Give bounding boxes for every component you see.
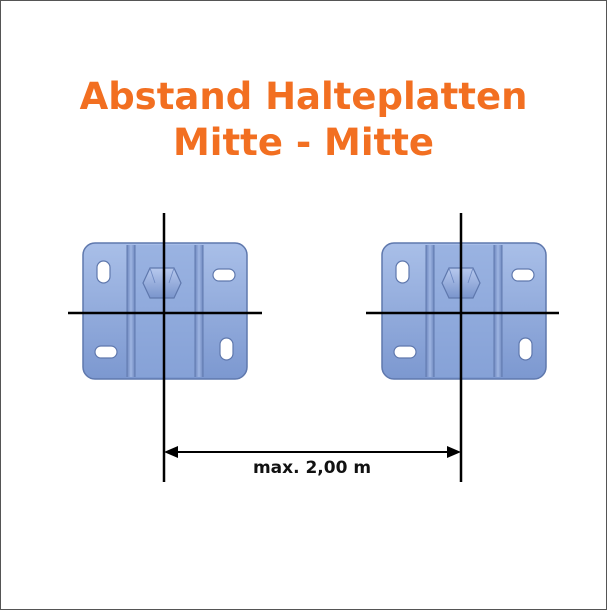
dimension-label: max. 2,00 m: [252, 458, 372, 478]
title-line-2: Mitte - Mitte: [172, 121, 435, 164]
dimension-line: [164, 446, 461, 458]
title-line-1: Abstand Halteplatten: [79, 75, 528, 118]
title: Abstand Halteplatten Mitte - Mitte: [0, 74, 607, 166]
center-cross-left: [68, 213, 262, 482]
mounting-plate-right: [381, 242, 547, 380]
center-cross-right: [366, 213, 559, 482]
